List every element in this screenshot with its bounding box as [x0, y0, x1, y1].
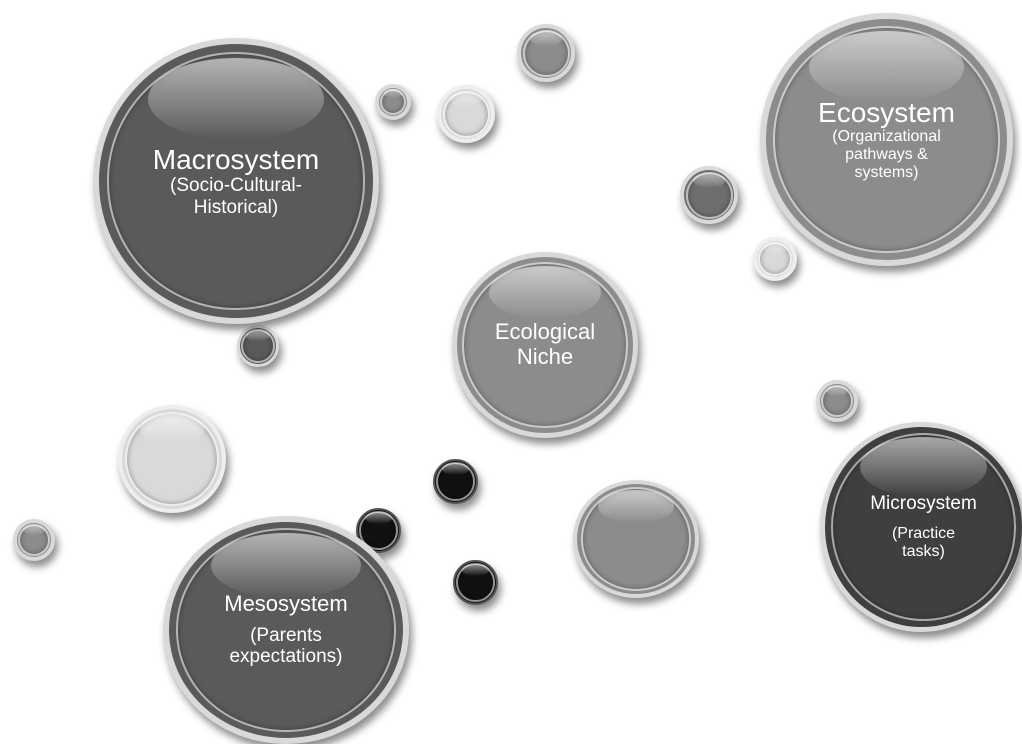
ecosystem-subtitle: (Organizational pathways & systems): [832, 128, 941, 182]
ecosystem-node: Ecosystem (Organizational pathways & sys…: [760, 13, 1013, 266]
decorative-bubble: [375, 84, 411, 120]
mesosystem-subtitle: (Parents expectations): [229, 625, 343, 668]
decorative-bubble: [13, 519, 55, 561]
decorative-bubble: [680, 166, 738, 224]
decorative-bubble: [753, 237, 797, 281]
mesosystem-title: Mesosystem: [224, 591, 348, 617]
decorative-bubble: [118, 405, 226, 513]
decorative-bubble: [437, 85, 495, 143]
decorative-bubble: [433, 459, 478, 504]
decorative-bubble: [517, 24, 575, 82]
decorative-bubble: [573, 480, 699, 598]
decorative-bubble: [453, 560, 498, 605]
decorative-bubble: [237, 325, 279, 367]
macrosystem-node: Macrosystem (Socio-Cultural- Historical): [93, 38, 379, 324]
ecological-niche-node: Ecological Niche: [452, 252, 638, 438]
decorative-bubble: [356, 508, 401, 553]
microsystem-title: Microsystem: [870, 493, 977, 515]
ecological-niche-title: Ecological Niche: [494, 319, 596, 369]
microsystem-node: Microsystem (Practice tasks): [820, 422, 1022, 632]
mesosystem-node: Mesosystem (Parents expectations): [163, 516, 409, 744]
macrosystem-title: Macrosystem: [152, 144, 320, 176]
microsystem-subtitle: (Practice tasks): [891, 524, 956, 560]
decorative-bubble: [816, 380, 858, 422]
macrosystem-subtitle: (Socio-Cultural- Historical): [170, 175, 302, 218]
ecosystem-title: Ecosystem: [818, 96, 955, 128]
